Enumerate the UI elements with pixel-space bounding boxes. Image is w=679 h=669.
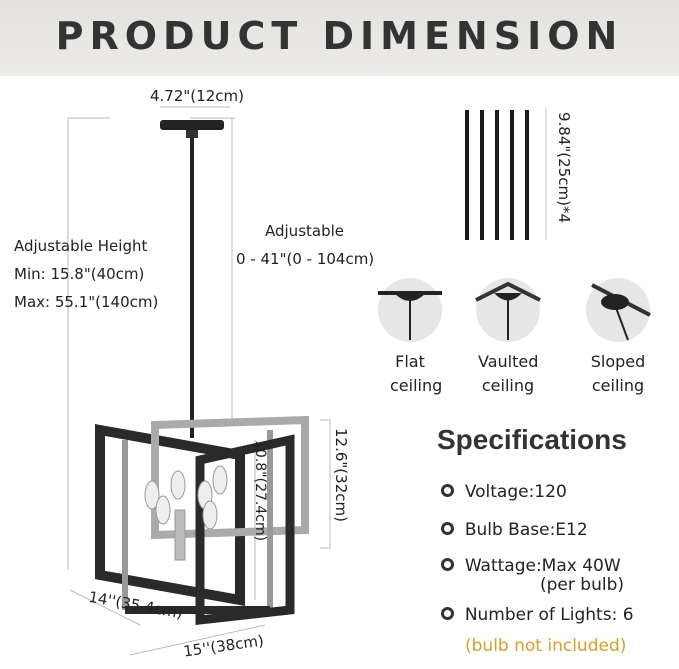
flat-ceiling-icon xyxy=(378,278,442,342)
spec-wattage-note: (per bulb) xyxy=(540,575,624,595)
adjustable-range: 0 - 41"(0 - 104cm) xyxy=(236,250,375,268)
bullet-icon xyxy=(441,607,454,620)
adjustable-height-label: Adjustable Height xyxy=(14,237,148,255)
page-title: PRODUCT DIMENSION xyxy=(55,14,624,58)
extension-rods xyxy=(465,110,529,240)
spec-wattage: Wattage:Max 40W xyxy=(441,556,621,576)
max-height: Max: 55.1"(140cm) xyxy=(14,293,159,311)
bullet-icon xyxy=(441,522,454,535)
canopy xyxy=(160,120,224,438)
spec-voltage: Voltage:120 xyxy=(441,482,567,502)
adjustable-label: Adjustable xyxy=(265,222,344,240)
bullet-icon xyxy=(441,484,454,497)
sloped-ceiling-icon xyxy=(586,278,651,342)
rod-dimension: 9.84"(25cm)*4 xyxy=(555,112,573,223)
header-banner xyxy=(0,0,679,76)
inner-height: 10.8"(27.4cm) xyxy=(252,440,268,542)
specifications-title: Specifications xyxy=(437,424,627,455)
min-height: Min: 15.8"(40cm) xyxy=(14,265,145,283)
canopy-dimension: 4.72"(12cm) xyxy=(150,87,244,105)
spec-lights: Number of Lights: 6 xyxy=(441,605,634,625)
cage xyxy=(95,415,309,626)
spec-bulb-base: Bulb Base:E12 xyxy=(441,520,588,540)
bullet-icon xyxy=(441,558,454,571)
candle-bulbs xyxy=(144,465,228,561)
body-height: 12.6"(32cm) xyxy=(332,428,350,522)
vaulted-ceiling-icon xyxy=(475,278,541,342)
bulb-note: (bulb not included) xyxy=(465,636,627,656)
